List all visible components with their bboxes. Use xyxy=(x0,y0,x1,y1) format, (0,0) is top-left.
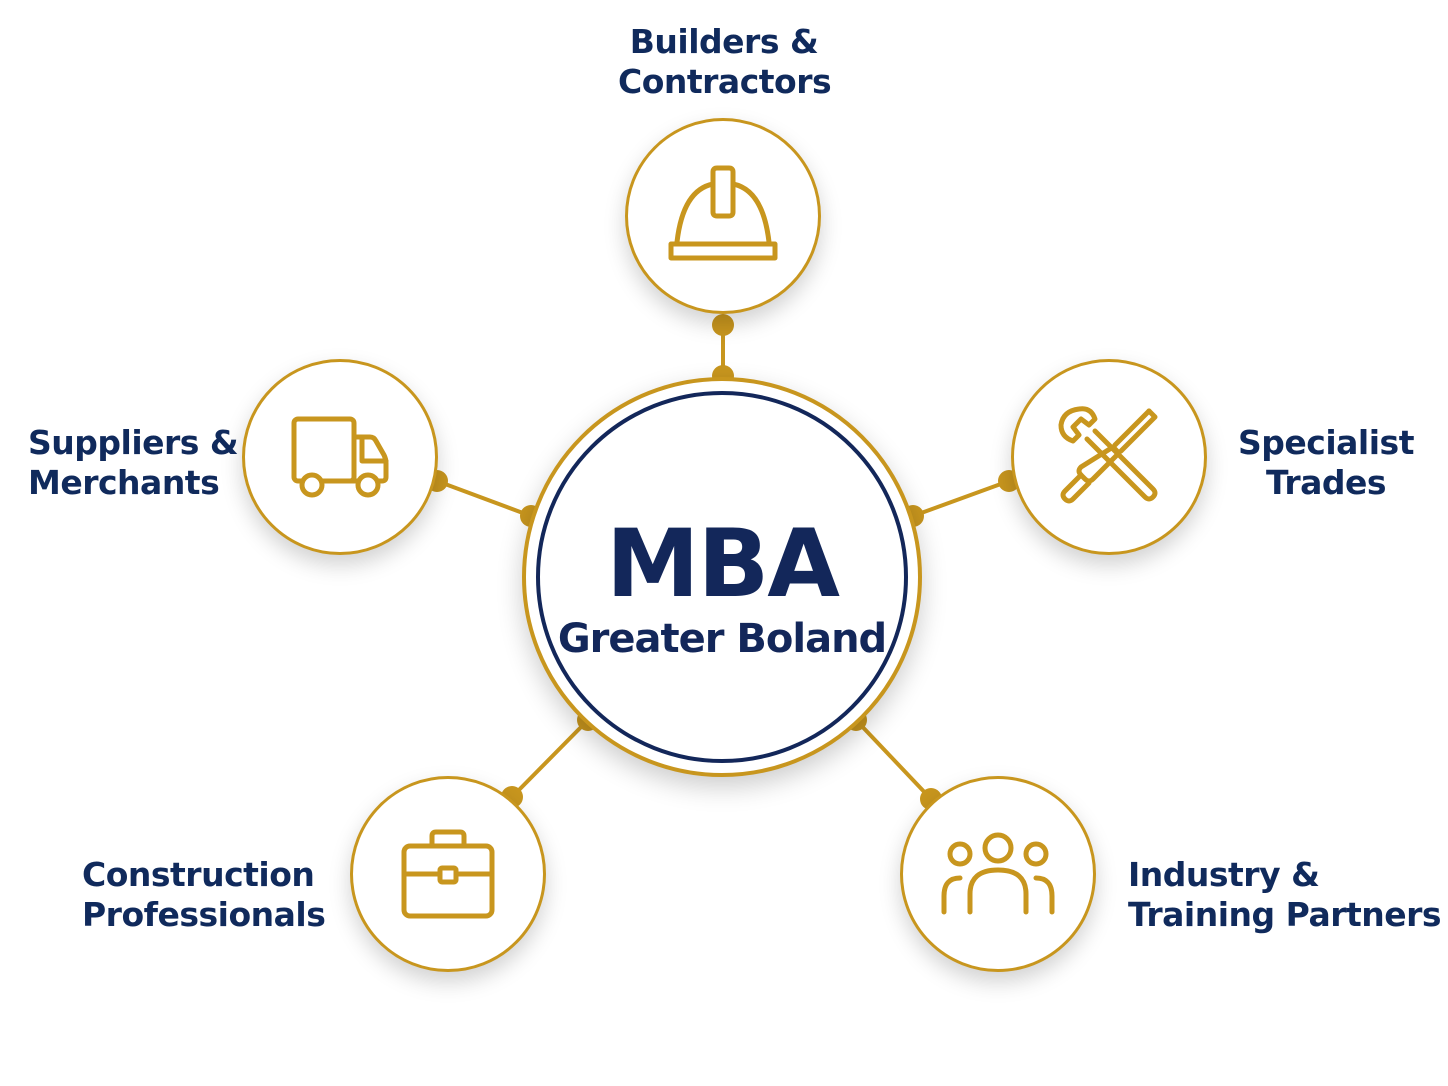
label-industry-line1: Industry & xyxy=(1128,855,1320,894)
label-construction-line2: Professionals xyxy=(82,895,326,934)
label-specialist-line2: Trades xyxy=(1265,463,1387,502)
wrench-screwdriver-icon xyxy=(1058,406,1158,504)
label-suppliers-line2: Merchants xyxy=(28,463,220,502)
briefcase-icon xyxy=(401,829,495,919)
connector-construction xyxy=(510,718,590,799)
connector-industry xyxy=(854,718,933,801)
node-industry xyxy=(900,776,1096,972)
connector-suppliers xyxy=(436,479,532,518)
hub-circle: MBA Greater Boland xyxy=(536,391,908,763)
label-suppliers: Suppliers & Merchants xyxy=(28,423,239,503)
label-construction: Construction Professionals xyxy=(82,855,332,935)
hub-title: MBA xyxy=(606,510,840,619)
node-specialist xyxy=(1011,359,1207,555)
people-group-icon xyxy=(941,832,1055,915)
node-construction xyxy=(350,776,546,972)
label-specialist: Specialist Trades xyxy=(1236,423,1416,503)
connector-specialist xyxy=(912,479,1010,518)
hub-subtitle: Greater Boland xyxy=(557,616,887,662)
label-builders-line1: Builders & xyxy=(629,22,819,61)
label-construction-line1: Construction xyxy=(82,855,315,894)
hard-hat-icon xyxy=(668,165,778,261)
label-specialist-line1: Specialist xyxy=(1238,423,1414,462)
label-builders-line2: Contractors xyxy=(618,62,832,101)
label-industry: Industry & Training Partners xyxy=(1128,855,1442,935)
connector-dot xyxy=(712,314,734,336)
node-suppliers xyxy=(242,359,438,555)
label-suppliers-line1: Suppliers & xyxy=(28,423,239,462)
label-builders: Builders & Contractors xyxy=(618,22,832,102)
label-industry-line2: Training Partners xyxy=(1128,895,1442,934)
node-builders xyxy=(625,118,821,314)
delivery-truck-icon xyxy=(291,416,389,498)
